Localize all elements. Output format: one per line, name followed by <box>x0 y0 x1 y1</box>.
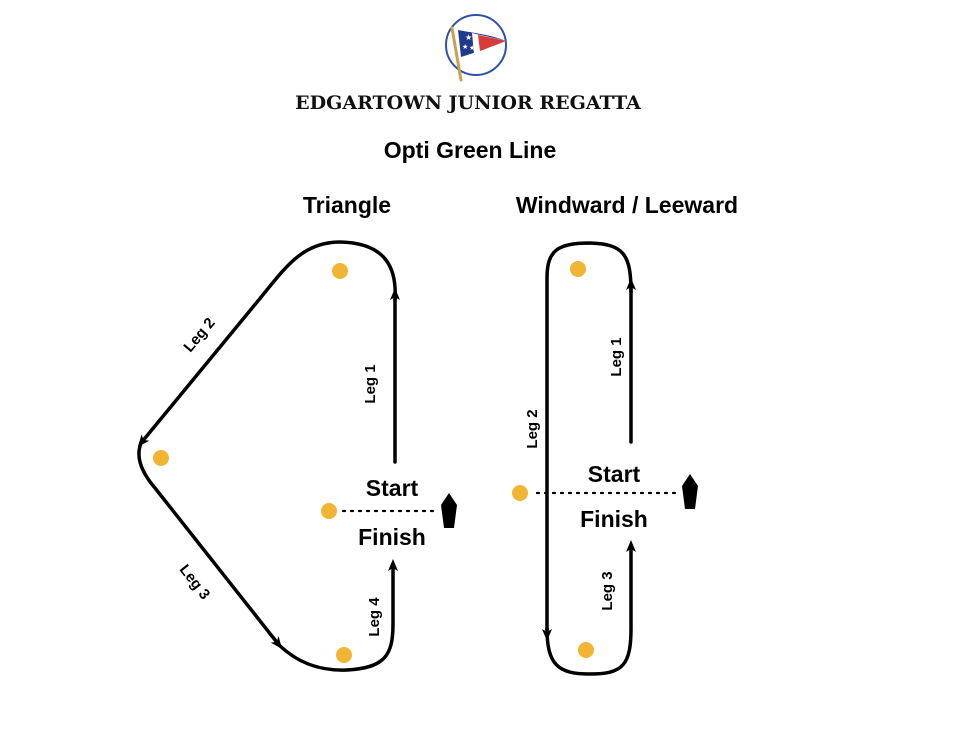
triangle-leg-2-label: Leg 2 <box>180 315 218 356</box>
wl-finish-label: Finish <box>580 506 648 532</box>
wl-leeward-mark <box>578 642 594 658</box>
triangle-leg-2-path <box>137 240 397 447</box>
triangle-wing-mark <box>153 450 169 466</box>
wl-leg-1-label: Leg 1 <box>608 337 625 376</box>
triangle-start-label: Start <box>366 475 419 501</box>
triangle-leeward-mark <box>336 647 352 663</box>
svg-text:★: ★ <box>469 44 475 52</box>
triangle-committee-boat-icon <box>441 493 457 528</box>
burgee-flag-icon: ★ ★ ★ <box>445 14 507 82</box>
triangle-title: Triangle <box>303 192 391 218</box>
wl-leg-3-label: Leg 3 <box>599 571 616 610</box>
triangle-finish-label: Finish <box>358 524 426 550</box>
windward-leeward-title: Windward / Leeward <box>516 192 738 218</box>
wl-start-label: Start <box>588 461 641 487</box>
windward-leeward-course: Windward / Leeward Start Finish Leg 1 Le… <box>512 192 738 676</box>
wl-leg-2-path <box>542 241 633 641</box>
triangle-pin-mark <box>321 503 337 519</box>
wl-windward-mark <box>570 261 586 277</box>
triangle-leg-1-label: Leg 1 <box>362 364 379 403</box>
svg-text:★: ★ <box>462 43 468 51</box>
wl-leg-2-label: Leg 2 <box>524 409 541 448</box>
triangle-course: Triangle Start Finish Leg 1 Leg 2 Leg 3 … <box>137 192 457 672</box>
org-name: EDGARTOWN JUNIOR REGATTA <box>295 92 641 114</box>
triangle-leg-3-label: Leg 3 <box>176 562 214 603</box>
svg-text:★: ★ <box>465 33 472 42</box>
triangle-leg-3-path <box>137 441 283 649</box>
page-subtitle: Opti Green Line <box>384 137 557 163</box>
wl-pin-mark <box>512 485 528 501</box>
triangle-leg-4-label: Leg 4 <box>366 597 383 637</box>
wl-committee-boat-icon <box>682 474 698 509</box>
wl-leg-3-path <box>545 540 636 676</box>
triangle-leg-4-path <box>277 559 398 672</box>
triangle-windward-mark <box>332 263 348 279</box>
